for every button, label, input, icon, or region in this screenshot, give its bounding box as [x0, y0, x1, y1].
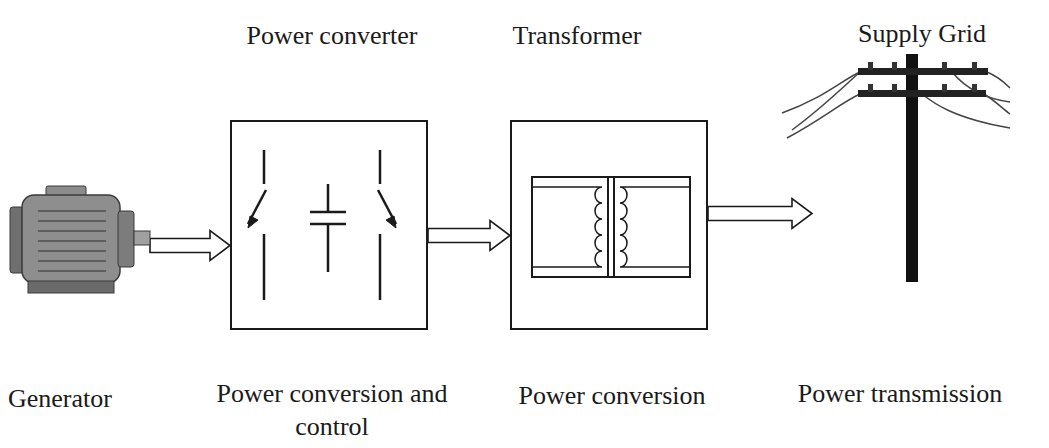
transformer-box: TransformerPower conversion	[510, 120, 708, 330]
block-caption: Power transmission	[798, 378, 1002, 411]
block-caption: Power conversion	[518, 380, 705, 413]
block-heading: Supply Grid	[858, 18, 986, 51]
generator-figure: Generator	[10, 185, 150, 295]
supply-grid-figure: Supply GridPower transmission	[812, 58, 1010, 290]
converter-symbol	[232, 122, 426, 328]
transformer-symbol	[512, 122, 706, 328]
block-caption: Generator	[8, 383, 112, 416]
block-heading: Power converter	[246, 20, 417, 53]
hollow-arrow	[708, 199, 812, 229]
block-heading: Transformer	[512, 20, 641, 53]
grid-symbol	[812, 58, 1010, 290]
generator-symbol	[10, 185, 150, 295]
block-caption: Power conversion and control	[207, 378, 457, 443]
hollow-arrow	[150, 231, 230, 261]
hollow-arrow	[428, 221, 510, 251]
converter-box: Power converterPower conversion and cont…	[230, 120, 428, 330]
